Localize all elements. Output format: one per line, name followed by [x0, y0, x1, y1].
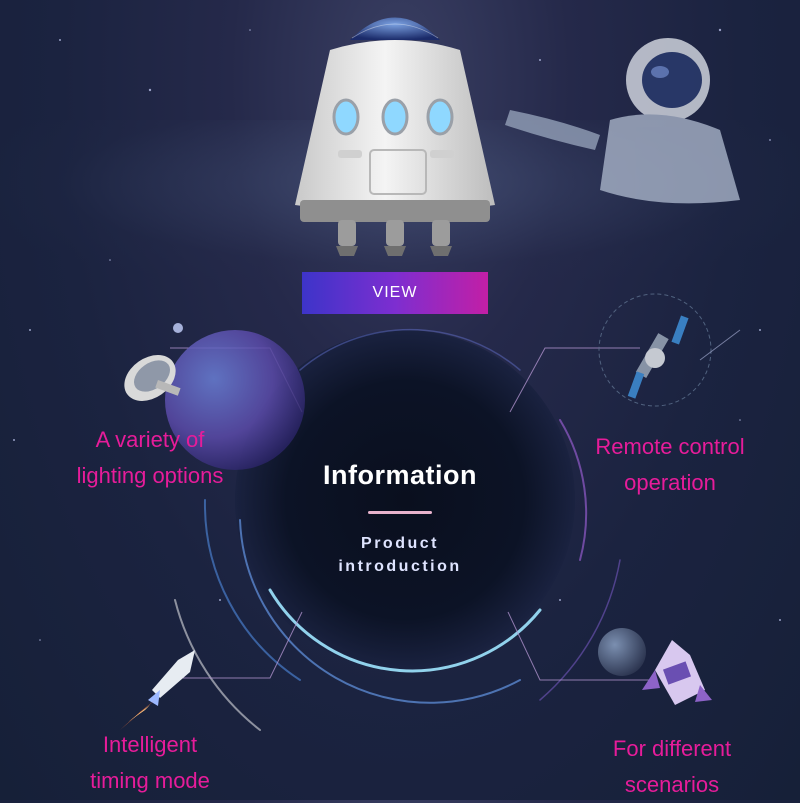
feature-lighting-line1: A variety of	[95, 427, 205, 452]
center-title: Information	[323, 460, 477, 490]
space-capsule-icon	[295, 17, 495, 256]
center-subtitle-line1: Product	[361, 535, 439, 552]
feature-lighting-options: A variety of lighting options	[50, 422, 250, 494]
feature-scenarios-line1: For different	[612, 736, 732, 761]
rocket-icon	[120, 650, 195, 730]
black-hole	[235, 330, 575, 670]
satellite-dish-icon	[124, 355, 181, 401]
center-subtitle: Product introduction	[300, 532, 500, 578]
feature-timing-line1: Intelligent	[102, 732, 198, 757]
stars	[13, 28, 781, 641]
feature-remote-control: Remote control operation	[570, 429, 770, 501]
astronaut-icon	[505, 38, 740, 204]
feature-scenarios-line2: scenarios	[624, 772, 720, 797]
view-button[interactable]: VIEW	[302, 272, 488, 314]
planet-icon	[165, 330, 305, 470]
feature-remote-line2: operation	[624, 470, 716, 495]
view-button-label: VIEW	[372, 284, 418, 301]
center-subtitle-line2: introduction	[338, 558, 462, 575]
feature-remote-line1: Remote control	[595, 434, 745, 459]
shuttle-icon	[642, 640, 712, 705]
feature-timing-mode: Intelligent timing mode	[50, 727, 250, 799]
feature-lighting-line2: lighting options	[76, 463, 224, 488]
glow-rings	[174, 328, 621, 731]
feature-timing-line2: timing mode	[90, 768, 210, 793]
satellite-icon	[598, 293, 741, 407]
small-planet	[598, 628, 646, 676]
feature-different-scenarios: For different scenarios	[572, 731, 772, 803]
center-divider	[368, 511, 432, 514]
